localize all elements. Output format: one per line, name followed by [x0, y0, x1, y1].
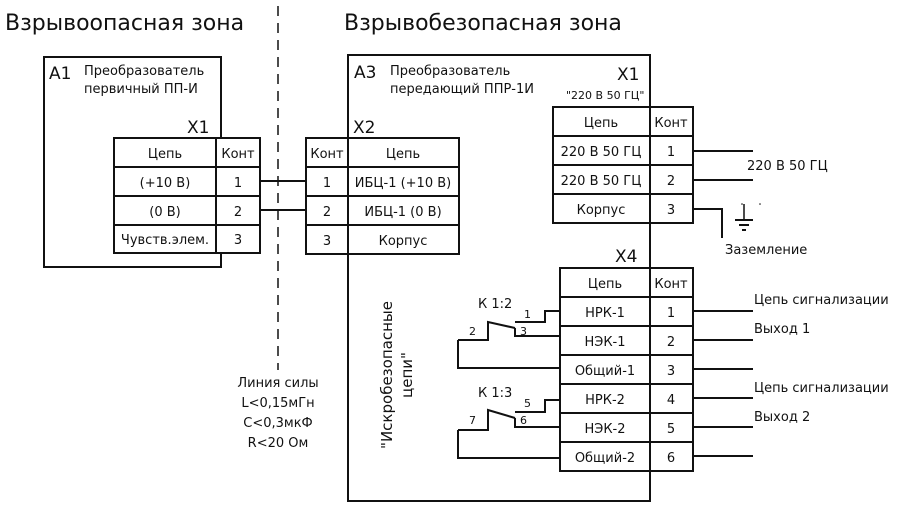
x1-a1-header-circuit: Цепь: [148, 147, 182, 162]
power-label: 220 В 50 ГЦ: [747, 159, 828, 174]
ground-label: Заземление: [725, 243, 807, 258]
x4-row2-contact: 2: [667, 335, 675, 350]
x1-a3-header-contact: Конт: [654, 116, 688, 131]
x4-row2-circuit: НЭК-1: [584, 335, 625, 350]
x1-a1-row3-contact: 3: [234, 233, 242, 248]
block-a1-name-line1: Преобразователь: [84, 64, 204, 79]
line-parameters: Линия силы L<0,15мГн C<0,3мкФ R<20 Ом: [237, 376, 318, 451]
x1-a3-row2-circuit: 220 В 50 ГЦ: [561, 174, 642, 189]
x1-a1-row3-circuit: Чувств.элем.: [121, 233, 209, 248]
block-a1-name-line2: первичный ПП-И: [84, 82, 198, 97]
x4-row5-circuit: НЭК-2: [584, 422, 625, 437]
x2-header-circuit: Цепь: [386, 147, 420, 162]
x1-a3-row2-contact: 2: [667, 174, 675, 189]
ground-icon: [735, 203, 761, 231]
relay-k1-pin-common: 2: [469, 325, 476, 338]
x1-a3-row3-contact: 3: [667, 203, 675, 218]
wire-ground: [693, 208, 723, 238]
hazardous-zone-title: Взрывоопасная зона: [5, 11, 244, 36]
intrinsic-safe-line1: "Искробезопасные: [378, 301, 396, 449]
x2-header-contact: Конт: [310, 147, 344, 162]
output2-label: Выход 2: [754, 410, 810, 425]
x1-a3-row1-circuit: 220 В 50 ГЦ: [561, 145, 642, 160]
connector-x1-a1: X1 Цепь Конт (+10 В) 1 (0 В) 2 Чувств.эл…: [113, 118, 261, 254]
relay-k2: К 1:3 5 7 6: [457, 386, 560, 459]
x4-header-contact: Конт: [654, 277, 688, 292]
x4-row1-circuit: НРК-1: [585, 306, 625, 321]
connector-x1-a3-title: X1: [617, 65, 639, 85]
x1-a1-row2-circuit: (0 В): [149, 205, 180, 220]
x2-row3-contact: 3: [323, 234, 331, 249]
x2-row2-contact: 2: [323, 205, 331, 220]
x1-a1-row2-contact: 2: [234, 205, 242, 220]
x1-a3-row1-contact: 1: [667, 145, 675, 160]
x4-row3-contact: 3: [667, 364, 675, 379]
connector-x1-a3: X1 "220 В 50 ГЦ" Цепь Конт 220 В 50 ГЦ 1…: [552, 65, 694, 224]
relay-k1: К 1:2 1 2 3: [457, 297, 560, 369]
x1-a3-row3-circuit: Корпус: [577, 203, 626, 218]
x1-a1-header-contact: Конт: [221, 147, 255, 162]
block-a3-name-line1: Преобразователь: [390, 64, 510, 79]
signal2-label: Цепь сигнализации: [754, 381, 889, 396]
connector-x4: X4 Цепь Конт НРК-1 1 НЭК-1 2 Общий-1 3 Н…: [559, 247, 694, 472]
output1-label: Выход 1: [754, 322, 810, 337]
x1-a3-header-circuit: Цепь: [584, 116, 618, 131]
x2-row2-circuit: ИБЦ-1 (0 В): [364, 205, 441, 220]
x4-row6-circuit: Общий-2: [575, 451, 635, 466]
x2-row3-circuit: Корпус: [379, 234, 428, 249]
connector-x2: X2 Конт Цепь 1 ИБЦ-1 (+10 В) 2 ИБЦ-1 (0 …: [305, 118, 460, 255]
signal1-label: Цепь сигнализации: [754, 293, 889, 308]
relay-k2-pin-a: 5: [524, 397, 531, 410]
line-params-title: Линия силы: [237, 376, 318, 391]
intrinsic-safe-label: "Искробезопасные цепи": [378, 301, 416, 449]
block-a3-name-line2: передающий ППР-1И: [390, 82, 534, 97]
block-a3-id: А3: [354, 63, 376, 83]
x4-row4-circuit: НРК-2: [585, 393, 625, 408]
x1-a1-row1-contact: 1: [234, 176, 242, 191]
block-a1-id: А1: [49, 64, 71, 84]
connector-x2-title: X2: [353, 118, 375, 138]
x4-row6-contact: 6: [667, 451, 675, 466]
x2-row1-contact: 1: [323, 176, 331, 191]
connector-x1-a1-title: X1: [187, 118, 209, 138]
line-params-resistance: R<20 Ом: [248, 436, 309, 451]
relay-k1-label: К 1:2: [478, 297, 512, 312]
safe-zone-title: Взрывобезопасная зона: [344, 11, 622, 36]
x1-a1-row1-circuit: (+10 В): [140, 176, 191, 191]
relay-k2-label: К 1:3: [478, 386, 512, 401]
connector-x1-a3-subtitle: "220 В 50 ГЦ": [566, 89, 644, 102]
connector-x4-title: X4: [615, 247, 637, 267]
x4-header-circuit: Цепь: [588, 277, 622, 292]
relay-k1-pin-b: 3: [520, 325, 527, 338]
line-params-capacitance: C<0,3мкФ: [243, 416, 313, 431]
intrinsic-safe-line2: цепи": [398, 352, 416, 398]
x4-row1-contact: 1: [667, 306, 675, 321]
relay-k1-pin-a: 1: [524, 308, 531, 321]
block-a3: А3 Преобразователь передающий ППР-1И: [347, 54, 651, 502]
x2-row1-circuit: ИБЦ-1 (+10 В): [355, 176, 451, 191]
x4-row5-contact: 5: [667, 422, 675, 437]
relay-k2-pin-b: 6: [520, 414, 527, 427]
x4-row4-contact: 4: [667, 393, 675, 408]
line-params-inductance: L<0,15мГн: [241, 396, 314, 411]
x4-row3-circuit: Общий-1: [575, 364, 635, 379]
relay-k2-pin-common: 7: [469, 414, 476, 427]
